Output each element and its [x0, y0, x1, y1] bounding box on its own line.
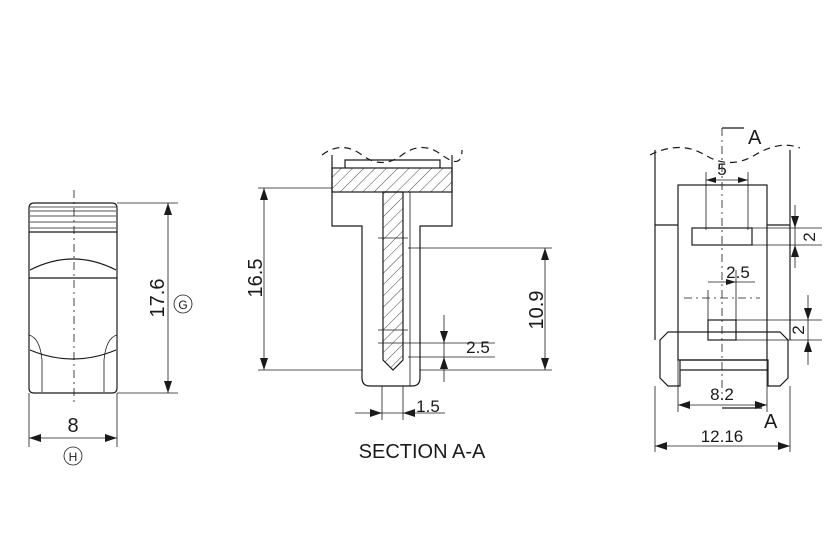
section-hatch-stem — [382, 191, 404, 371]
side-lower-edge-left — [28, 334, 43, 392]
front-top-slot — [691, 227, 753, 246]
section-inner-dim-text: 10.9 — [526, 291, 548, 330]
side-width-arrow-left — [29, 434, 41, 442]
front-mid-width-dim-text: 2.5 — [726, 263, 750, 282]
side-height-arrow-top — [164, 203, 172, 215]
side-height-dim-text: 17.6 — [147, 279, 169, 318]
front-break-line — [649, 144, 801, 164]
section-top-notch — [344, 159, 441, 168]
side-lower-edge-right — [103, 334, 118, 392]
section-mark-bottom: A — [764, 411, 778, 433]
front-view: A A 5 2 2.5 2 8. — [649, 127, 822, 452]
section-hatch-top — [331, 167, 453, 193]
front-overall-width-dim-text: 12.16 — [701, 427, 744, 446]
section-outline — [331, 155, 453, 387]
datum-g-circle — [173, 294, 193, 314]
side-width-dim-text: 8 — [67, 415, 78, 437]
section-break-line — [321, 146, 463, 164]
side-width-arrow-right — [105, 434, 117, 442]
side-lower-curve — [29, 349, 117, 360]
section-gap-dim-text: 2.5 — [466, 338, 490, 357]
datum-g-label: G — [178, 298, 187, 312]
section-view: 16.5 10.9 2.5 1.5 SECTION A-A — [245, 146, 552, 463]
section-title: SECTION A-A — [359, 441, 486, 463]
side-view: 17.6 G 8 H — [28, 190, 193, 466]
front-top-height-dim-text: 2 — [800, 232, 819, 241]
datum-h-label: H — [69, 450, 78, 464]
side-grip-lines — [29, 206, 117, 233]
side-upper-curve — [29, 258, 117, 271]
front-mid-height-dim-text: 2 — [789, 325, 808, 334]
section-mark-top: A — [748, 127, 762, 149]
front-inner-body — [677, 184, 768, 361]
side-body-outline — [28, 202, 118, 394]
section-overall-dim-text: 16.5 — [245, 259, 267, 298]
front-base-width-dim-text: 8.2 — [710, 385, 734, 404]
front-top-width-dim-text: 5 — [717, 160, 726, 179]
datum-h-circle — [63, 446, 83, 466]
side-height-arrow-bottom — [164, 381, 172, 393]
section-wall-dim-text: 1.5 — [416, 397, 440, 416]
